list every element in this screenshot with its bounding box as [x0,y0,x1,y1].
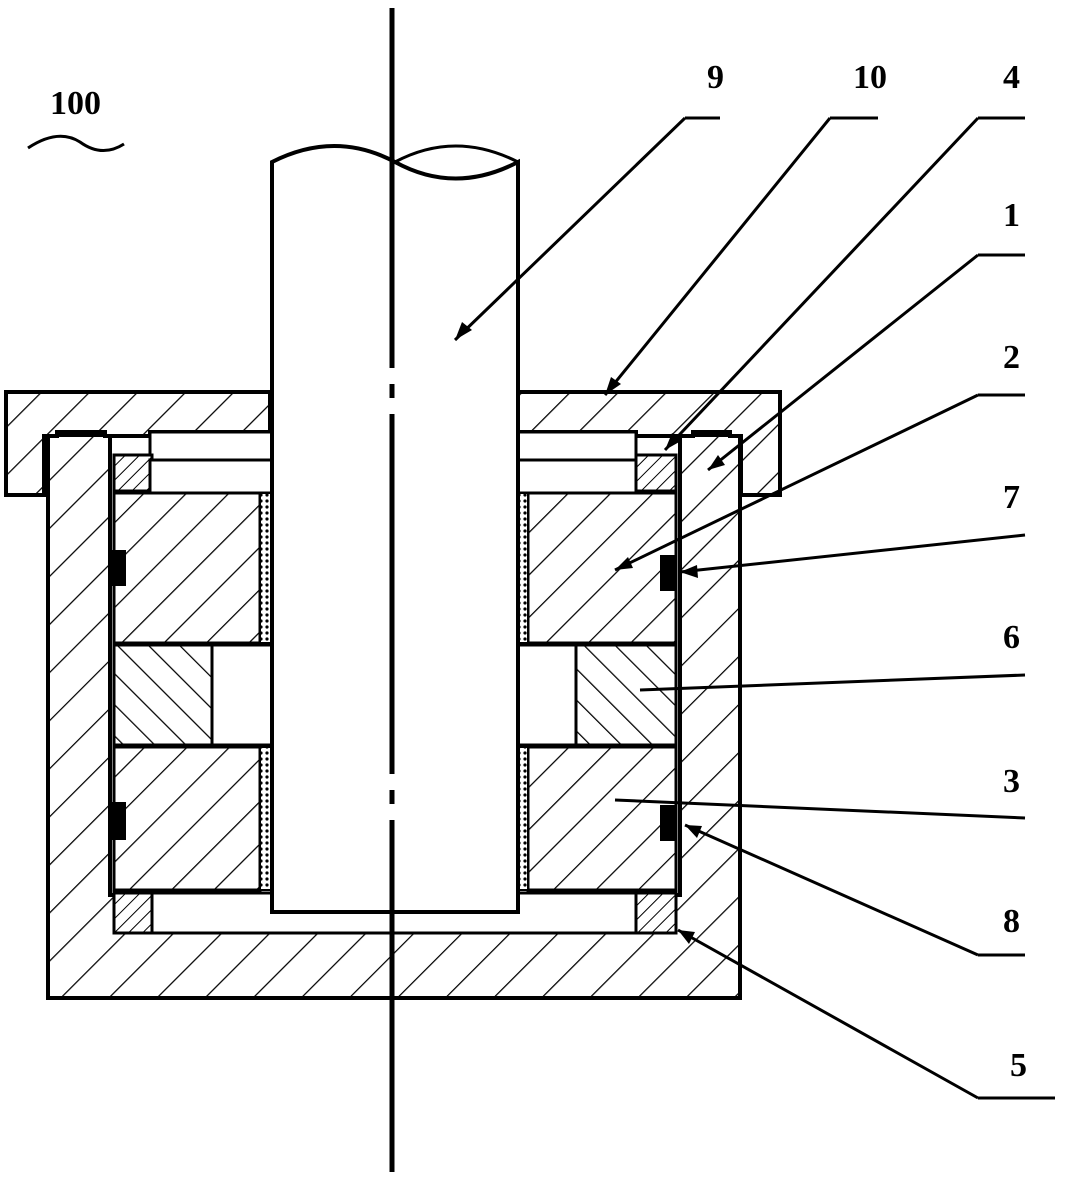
lower-bearing-left [112,745,262,892]
spacer-gap-left [210,643,274,747]
assembly-squiggle [27,134,125,152]
seal-upper-right [660,555,676,591]
ring-bottom-left [112,891,154,935]
label-3: 3 [1003,763,1020,800]
label-1: 1 [1003,197,1020,234]
label-10: 10 [853,59,887,96]
spacer-gap-right [516,643,578,747]
label-9: 9 [707,59,724,96]
label-6: 6 [1003,619,1020,656]
leader-lines [453,116,1055,1100]
upper-bearing-left [112,491,262,645]
spacer-left [112,643,214,747]
label-8: 8 [1003,903,1020,940]
label-2: 2 [1003,339,1020,376]
label-7: 7 [1003,479,1020,516]
shaft-break-line [394,144,519,164]
seal-lower-left [112,802,126,840]
label-5: 5 [1010,1047,1027,1084]
upper-bearing-right [526,491,678,645]
ring-top-left [112,453,154,493]
ring-bottom-right [634,891,678,935]
spacer-right [574,643,678,747]
seal-upper-left [112,550,126,586]
seal-lower-right [660,805,676,841]
label-4: 4 [1003,59,1020,96]
assembly-label: 100 [50,85,101,122]
ring-top-right [634,453,678,493]
lower-bearing-right [526,745,678,892]
shaft [270,144,520,914]
